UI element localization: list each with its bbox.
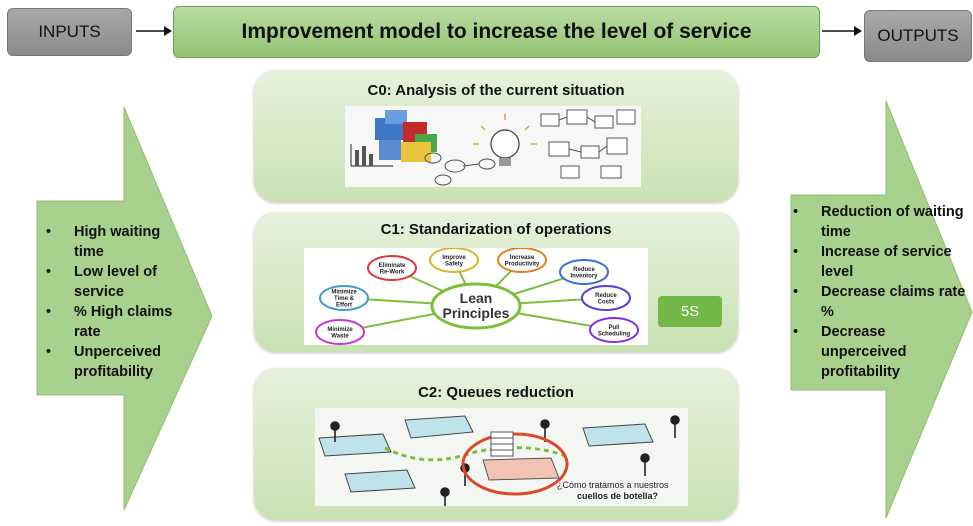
lightbulb-icon: [473, 114, 537, 166]
queues-illustration: ¿Cómo tratamos a nuestros cuellos de bot…: [315, 408, 688, 506]
input-item: % High claims rate: [40, 302, 190, 342]
bar-chart-icon: [350, 144, 393, 167]
cubes-icon: [375, 110, 437, 162]
lean-principle-label: Safety: [445, 261, 464, 267]
analysis-illustration: [345, 106, 641, 187]
outputs-label: OUTPUTS: [877, 26, 959, 45]
title-to-outputs-arrow: [822, 26, 862, 36]
lean-principle-label: Costs: [598, 299, 615, 305]
lean-principle-label: Improve: [442, 255, 466, 261]
lean-principle-label: Reduce: [573, 267, 595, 273]
queues-caption-line-2: cuellos de botella?: [577, 491, 658, 501]
paper-stack-icon: [482, 431, 560, 481]
lean-principle-label: Minimize: [331, 290, 357, 296]
lean-principle-label: Re-Work: [380, 269, 405, 275]
queues-caption-line-1: ¿Cómo tratamos a nuestros: [557, 480, 669, 490]
lean-principle-label: Reduce: [595, 293, 617, 299]
lean-principle-label: Waste: [331, 333, 349, 339]
outputs-list: Reduction of waiting time Increase of se…: [787, 202, 967, 382]
desks-icon: [318, 415, 654, 493]
output-item: Increase of service level: [787, 242, 967, 282]
inputs-to-title-arrow: [136, 26, 172, 36]
lean-principle-label: Inventory: [570, 273, 598, 279]
lean-center-label: Principles: [443, 305, 510, 321]
flow-path-icon: [384, 446, 566, 462]
lean-principle-label: Increase: [510, 255, 535, 261]
output-item: Reduction of waiting time: [787, 202, 967, 242]
lean-principle-label: Productivity: [505, 261, 540, 267]
lean-principle-label: Time &: [334, 296, 355, 302]
input-item: Low level of service: [40, 262, 190, 302]
flowchart-sketch-icon: [540, 109, 636, 179]
stage-c0-title: C0: Analysis of the current situation: [367, 82, 625, 99]
model-title: Improvement model to increase the level …: [173, 6, 820, 58]
lean-principle-label: Pull: [608, 325, 619, 331]
model-title-text: Improvement model to increase the level …: [241, 20, 752, 43]
output-item: Decrease unperceived profitability: [787, 322, 967, 382]
input-item: Unperceived profitability: [40, 342, 190, 382]
stage-c0-panel: C0: Analysis of the current situation: [254, 70, 738, 202]
5s-badge: 5S: [658, 296, 722, 327]
stage-c2-panel: C2: Queues reduction: [254, 368, 738, 520]
lean-principle-label: Minimize: [327, 327, 353, 333]
output-item: Decrease claims rate %: [787, 282, 967, 322]
bottleneck-highlight-icon: [461, 432, 569, 496]
inputs-label: INPUTS: [38, 22, 101, 41]
inputs-list: High waiting time Low level of service %…: [40, 222, 190, 382]
flow-circles-icon: [424, 152, 496, 186]
lean-center-label: Lean: [460, 290, 493, 306]
stage-c2-title: C2: Queues reduction: [418, 384, 574, 401]
inputs-label-box: INPUTS: [7, 8, 132, 56]
outputs-label-box: OUTPUTS: [864, 10, 972, 62]
lean-principle-label: Scheduling: [598, 331, 631, 337]
5s-badge-label: 5S: [680, 303, 700, 320]
stage-c1-title: C1: Standarization of operations: [380, 221, 612, 238]
input-item: High waiting time: [40, 222, 190, 262]
lean-principle-label: Eliminate: [379, 263, 406, 269]
stage-c1-panel: C1: Standarization of operations Elimina…: [254, 212, 738, 352]
lean-principle-label: Effort: [336, 303, 352, 309]
